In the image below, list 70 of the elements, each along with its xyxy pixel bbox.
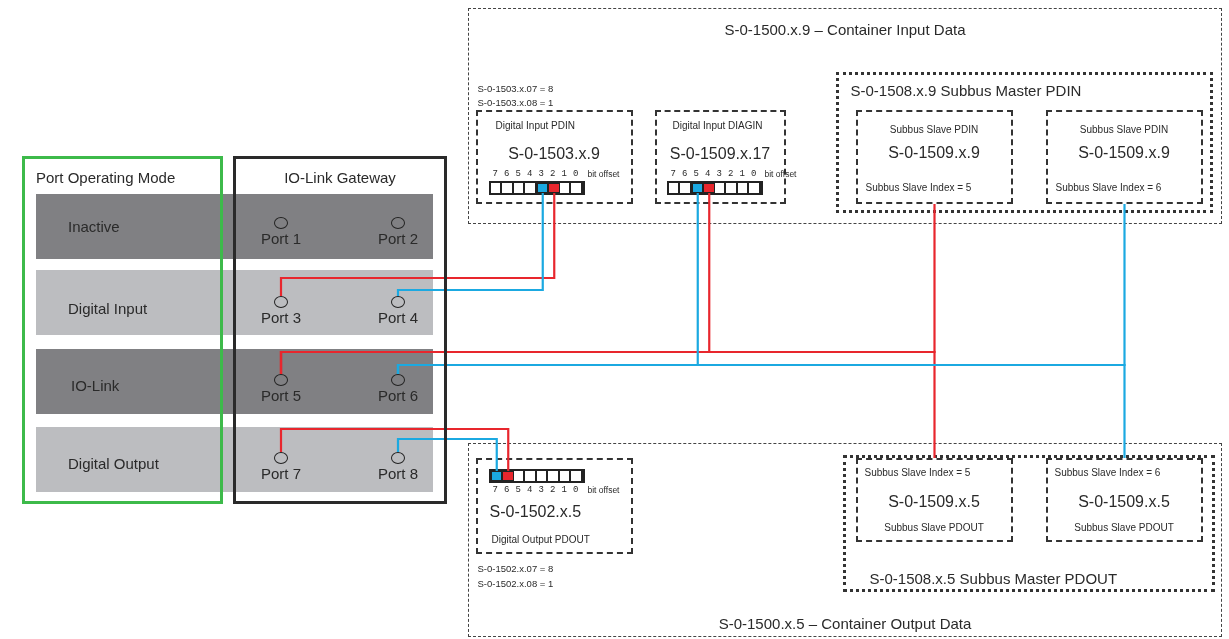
bit-cell (490, 470, 502, 481)
frame-title: S-0-1508.x.5 Subbus Master PDOUT (869, 569, 1118, 587)
parameter-id: S-0-1503.x.9 (507, 144, 601, 163)
container-frame (468, 443, 1222, 637)
bit-cell (502, 470, 514, 481)
container-frame (468, 8, 1222, 224)
parameter-id: S-0-1509.x.17 (668, 144, 772, 163)
port-label: Port 1 (260, 230, 302, 248)
mode-label: Digital Output (68, 455, 159, 473)
connector-line (396, 193, 544, 296)
bit-cell (536, 182, 548, 193)
port-label: Port 4 (377, 309, 419, 327)
bit-numbers: 7 6 5 4 3 2 1 0 (492, 168, 579, 179)
bit-numbers: 7 6 5 4 3 2 1 0 (670, 168, 757, 179)
frame-title: S-0-1500.x.9 – Container Input Data (723, 21, 967, 39)
parameter-id: S-0-1509.x.9 (1077, 143, 1171, 162)
mode-row (36, 349, 433, 414)
frame-title: S-0-1508.x.9 Subbus Master PDIN (850, 81, 1082, 99)
box-title: Subbus Slave PDIN (1078, 123, 1170, 135)
master-frame (835, 71, 1213, 213)
bit-cell (548, 182, 560, 193)
parameter-note: S-0-1503.x.07 = 8 (477, 83, 554, 95)
parameter-note: S-0-1502.x.08 = 1 (477, 578, 554, 590)
parameter-id: S-0-1509.x.5 (1077, 492, 1171, 511)
parameter-id: S-0-1502.x.5 (489, 502, 582, 521)
slave-box (855, 109, 1013, 204)
bit-offset-label: bit offset (764, 169, 797, 180)
parameter-note: Subbus Slave Index = 6 (1054, 466, 1161, 478)
port-label: Port 3 (260, 309, 302, 327)
bit-offset-label: bit offset (587, 485, 620, 496)
mode-label: IO-Link (71, 377, 120, 395)
mode-label: Inactive (68, 218, 120, 236)
slave-box (1045, 109, 1203, 204)
bit-cell (703, 182, 715, 193)
parameter-note: S-0-1503.x.08 = 1 (477, 97, 554, 109)
frame-title: IO-Link Gateway (283, 169, 397, 187)
bit-offset-label: bit offset (587, 169, 620, 180)
mode-row (36, 194, 433, 259)
mode-row (36, 427, 433, 492)
box-title: Digital Input DIAGIN (672, 119, 763, 131)
port-label: Port 8 (377, 465, 419, 483)
box-title: Subbus Slave PDOUT (1073, 521, 1175, 533)
box-title: Digital Output PDOUT (491, 533, 590, 545)
box-title: Digital Input PDIN (495, 119, 575, 131)
parameter-id: S-0-1509.x.5 (887, 492, 981, 511)
connector-line (396, 363, 1126, 458)
mode-row (36, 270, 433, 335)
port-label: Port 7 (260, 465, 302, 483)
frame-title: S-0-1500.x.5 – Container Output Data (717, 615, 973, 633)
box-title: Subbus Slave PDOUT (883, 521, 985, 533)
box-title: Subbus Slave PDIN (888, 123, 980, 135)
port-label: Port 5 (260, 387, 302, 405)
bit-numbers: 7 6 5 4 3 2 1 0 (492, 484, 579, 495)
bit-cell (691, 182, 703, 193)
slave-box (855, 457, 1013, 542)
port-label: Port 2 (377, 230, 419, 248)
mode-label: Digital Input (68, 300, 148, 318)
parameter-note: S-0-1502.x.07 = 8 (477, 563, 554, 575)
port-label: Port 6 (377, 387, 419, 405)
frame-title: Port Operating Mode (36, 169, 176, 187)
parameter-note: Subbus Slave Index = 5 (865, 181, 972, 193)
connector-line (279, 427, 510, 471)
slave-box (1045, 457, 1203, 542)
connector-line (396, 437, 498, 471)
master-frame (842, 454, 1215, 592)
connector-line (279, 193, 556, 296)
parameter-id: S-0-1509.x.9 (887, 143, 981, 162)
connector-line (279, 350, 936, 458)
parameter-note: Subbus Slave Index = 6 (1055, 181, 1162, 193)
parameter-note: Subbus Slave Index = 5 (864, 466, 971, 478)
